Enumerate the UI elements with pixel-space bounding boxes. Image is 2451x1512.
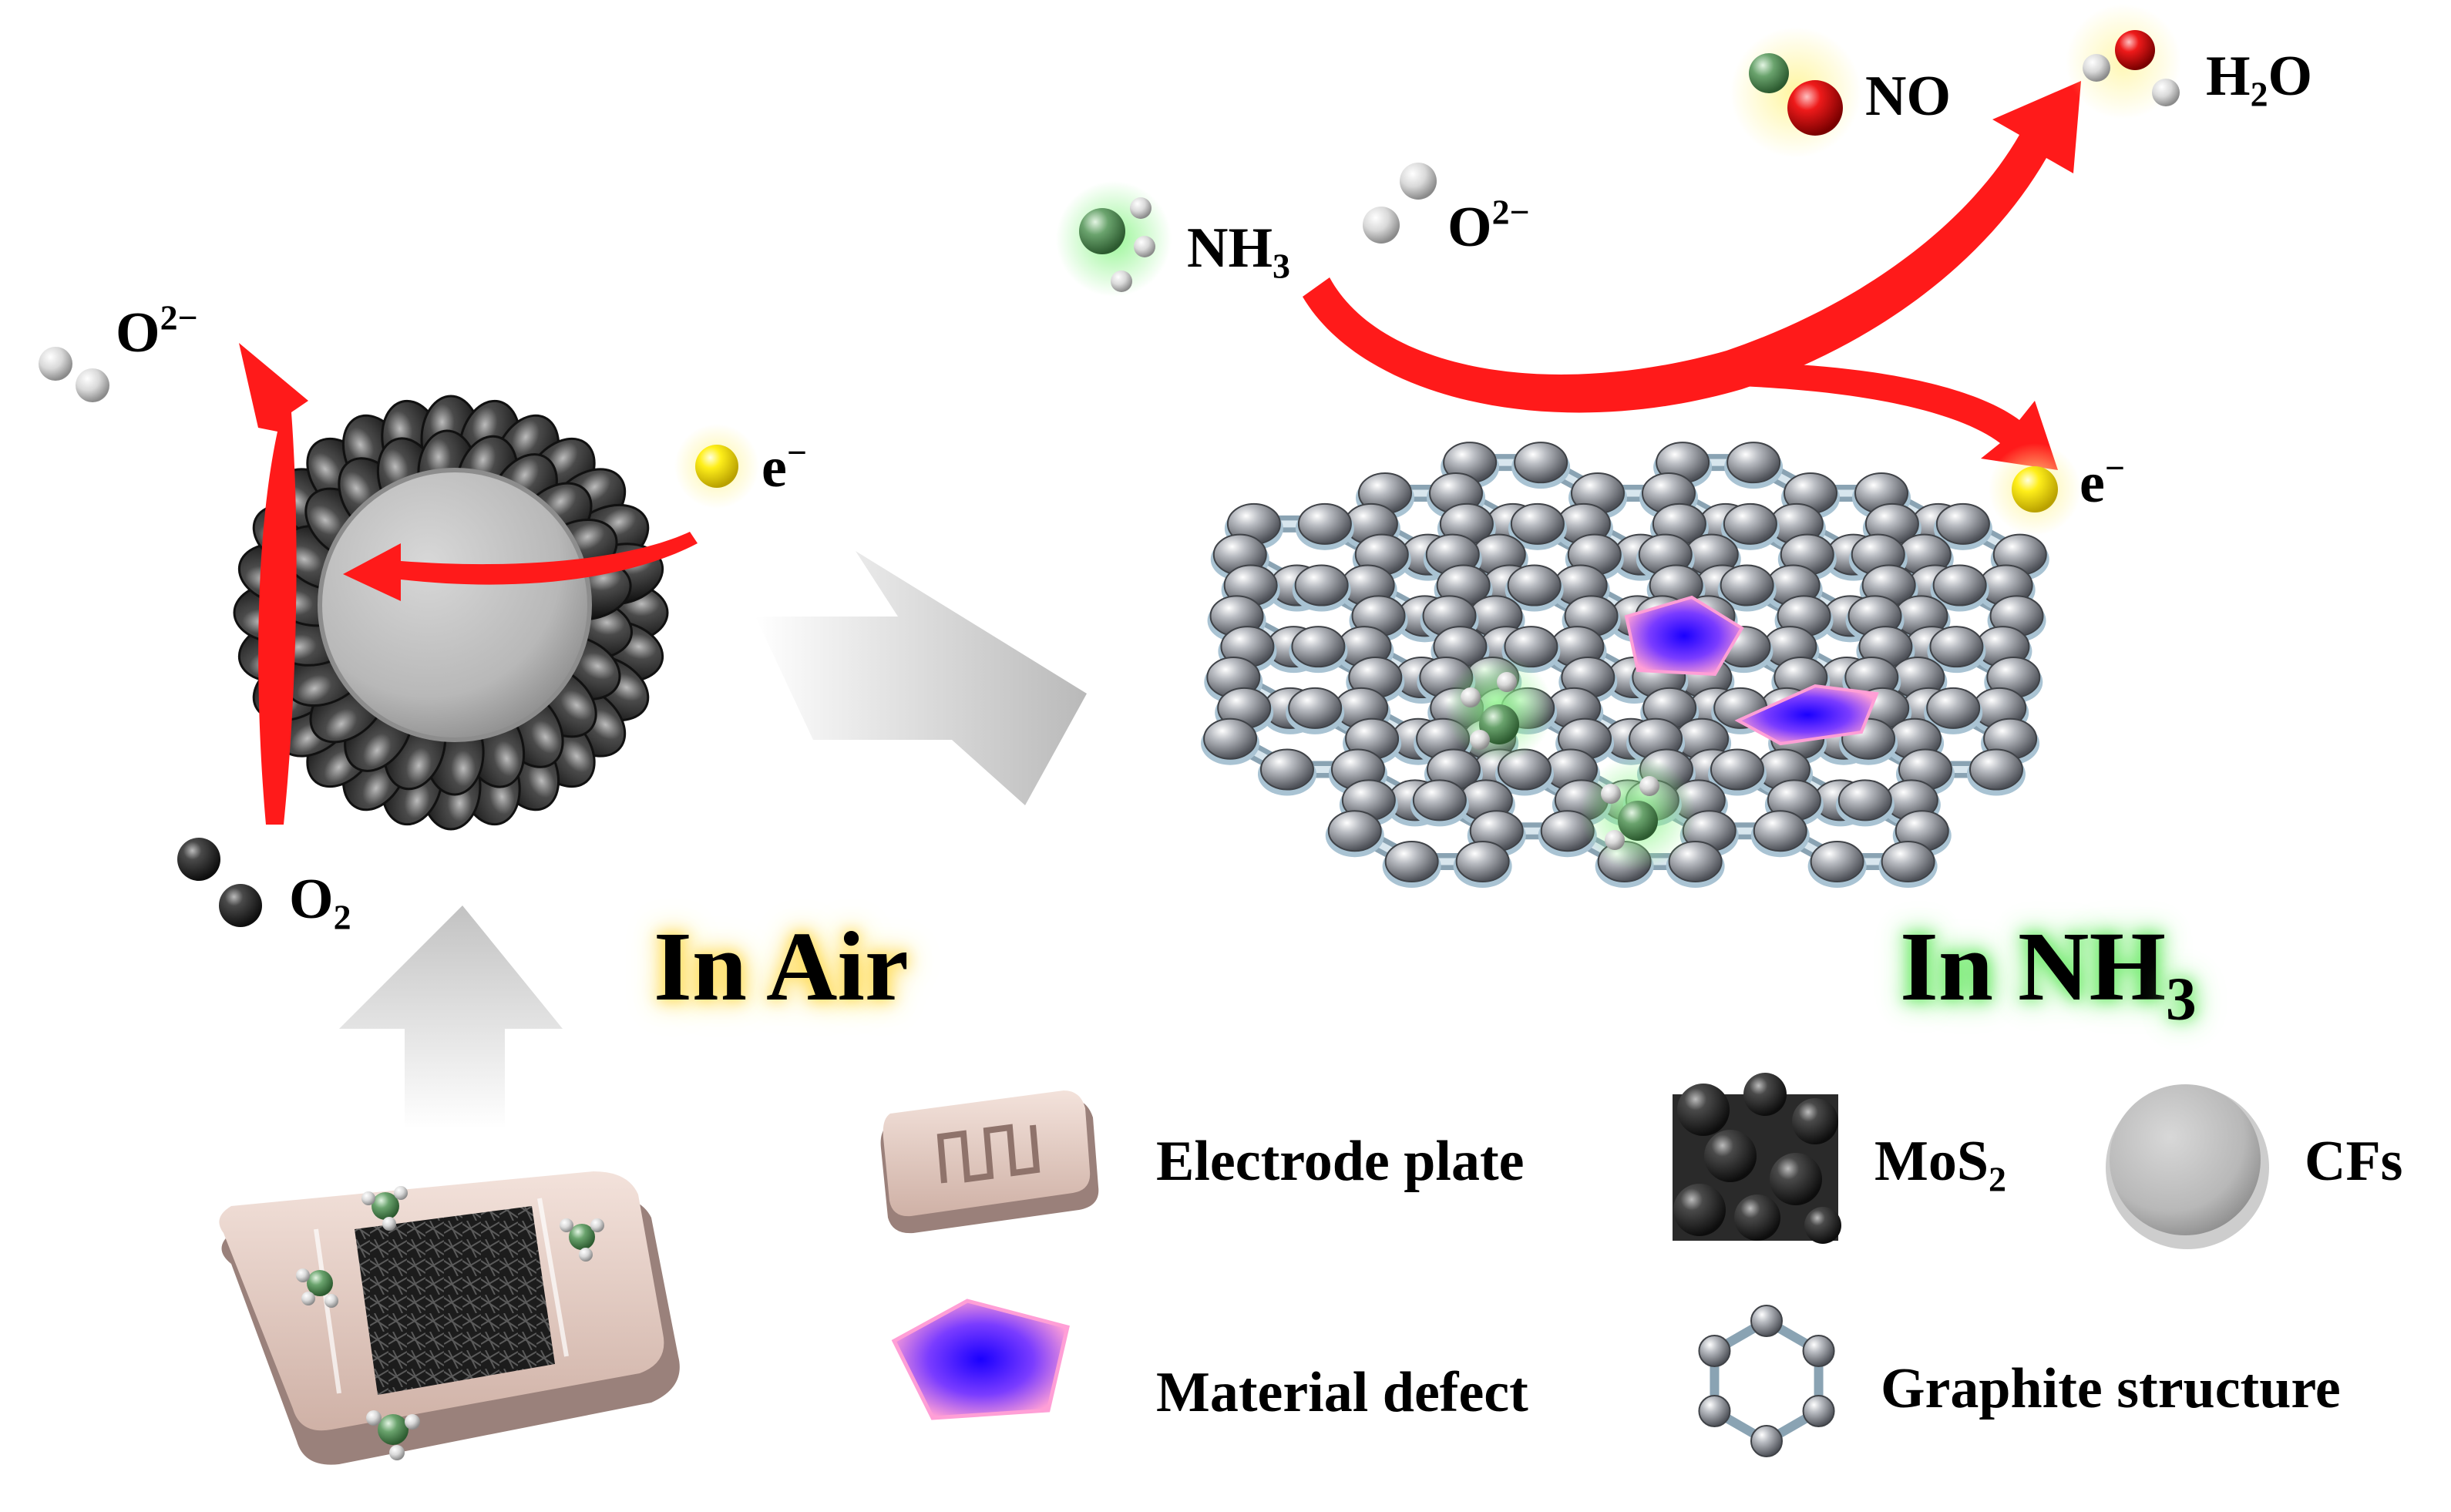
graphite-atom	[1723, 502, 1777, 545]
legend-hex-atom	[1698, 1395, 1731, 1427]
graphite-atom	[1932, 564, 1987, 606]
label-o2minus-top: O2−	[1447, 192, 1530, 259]
label-no: NO	[1865, 65, 1951, 128]
graphite-atom	[1259, 748, 1314, 791]
graphite-atom	[1726, 442, 1781, 484]
legend-hex-atom	[1802, 1335, 1835, 1367]
cf-core	[318, 468, 592, 742]
process-arrow-up	[339, 906, 563, 1129]
electron-transfer-arrow	[343, 532, 698, 601]
electron-right	[1989, 443, 2081, 536]
adsorbed-nh3-1	[1445, 655, 1553, 763]
legend-material-defect-icon	[891, 1299, 1070, 1420]
label-nh3-top: NH3	[1187, 217, 1290, 286]
legend-label-graphite-structure: Graphite structure	[1881, 1357, 2341, 1420]
reaction-arrow-o2-to-o2minus	[239, 343, 308, 825]
label-h2o: H2O	[2206, 45, 2313, 114]
label-o2minus-left: O2−	[116, 297, 198, 365]
graphite-atom	[1969, 748, 2023, 791]
o2minus-ion-top	[1363, 163, 1437, 244]
legend-hex-atom	[1750, 1305, 1783, 1337]
legend-mos2-icon	[1673, 1073, 1841, 1244]
graphite-atom	[1881, 841, 1935, 883]
label-o2: O2	[289, 868, 351, 937]
h2o-molecule	[2066, 4, 2181, 119]
adsorbed-nh3-2	[1580, 755, 1696, 871]
legend-graphite-structure-icon	[1698, 1305, 1835, 1457]
legend-hex-atom	[1802, 1395, 1835, 1427]
graphite-atom	[1810, 841, 1864, 883]
graphite-atom	[1507, 564, 1562, 606]
o2minus-ion-left	[39, 347, 109, 402]
no-molecule	[1730, 27, 1861, 158]
material-defect-1	[1624, 595, 1744, 677]
sensor-device	[219, 1171, 680, 1465]
legend-cfs-icon	[2106, 1084, 2269, 1249]
nh3-molecule-top	[1056, 181, 1172, 297]
material-defect-2	[1734, 684, 1879, 746]
graphite-atom	[1288, 687, 1343, 729]
o2-molecule	[177, 838, 262, 927]
reaction-arrow-products	[1303, 81, 2081, 413]
graphite-atom	[1926, 687, 1981, 729]
graphite-atom	[1837, 779, 1892, 822]
legend-label-material-defect: Material defect	[1156, 1361, 1528, 1424]
graphite-atom	[1384, 841, 1439, 883]
graphite-atom	[1668, 841, 1723, 883]
legend-hex-atom	[1698, 1335, 1731, 1367]
label-electron-left: e−	[762, 432, 808, 499]
graphite-atom	[1294, 564, 1349, 606]
graphite-atom	[1753, 810, 1807, 852]
graphite-atom	[1720, 564, 1774, 606]
reaction-arrow-electron	[1719, 362, 2058, 470]
graphite-atom	[1929, 626, 1984, 668]
process-arrow-right	[755, 551, 1087, 805]
legend-label-cfs: CFs	[2305, 1130, 2403, 1193]
graphite-atom	[1935, 502, 1990, 545]
condition-in-air: In Air	[654, 912, 909, 1021]
graphite-atom	[1455, 841, 1510, 883]
label-electron-right: e−	[2079, 448, 2126, 515]
legend-label-electrode-plate: Electrode plate	[1156, 1130, 1525, 1193]
graphite-atom	[1510, 502, 1565, 545]
legend-label-mos2: MoS2	[1874, 1130, 2006, 1199]
electron-left	[674, 424, 759, 509]
legend-electrode-plate-icon	[880, 1090, 1099, 1234]
graphite-atom	[1291, 626, 1346, 668]
condition-in-nh3: In NH3	[1900, 912, 2197, 1033]
legend-hex-atom	[1750, 1425, 1783, 1457]
graphite-atom	[1412, 779, 1467, 822]
graphite-atom	[1514, 442, 1568, 484]
graphite-atom	[1327, 810, 1382, 852]
graphite-atom	[1203, 717, 1258, 760]
graphite-atom	[1710, 748, 1764, 791]
graphite-atom	[1297, 502, 1352, 545]
